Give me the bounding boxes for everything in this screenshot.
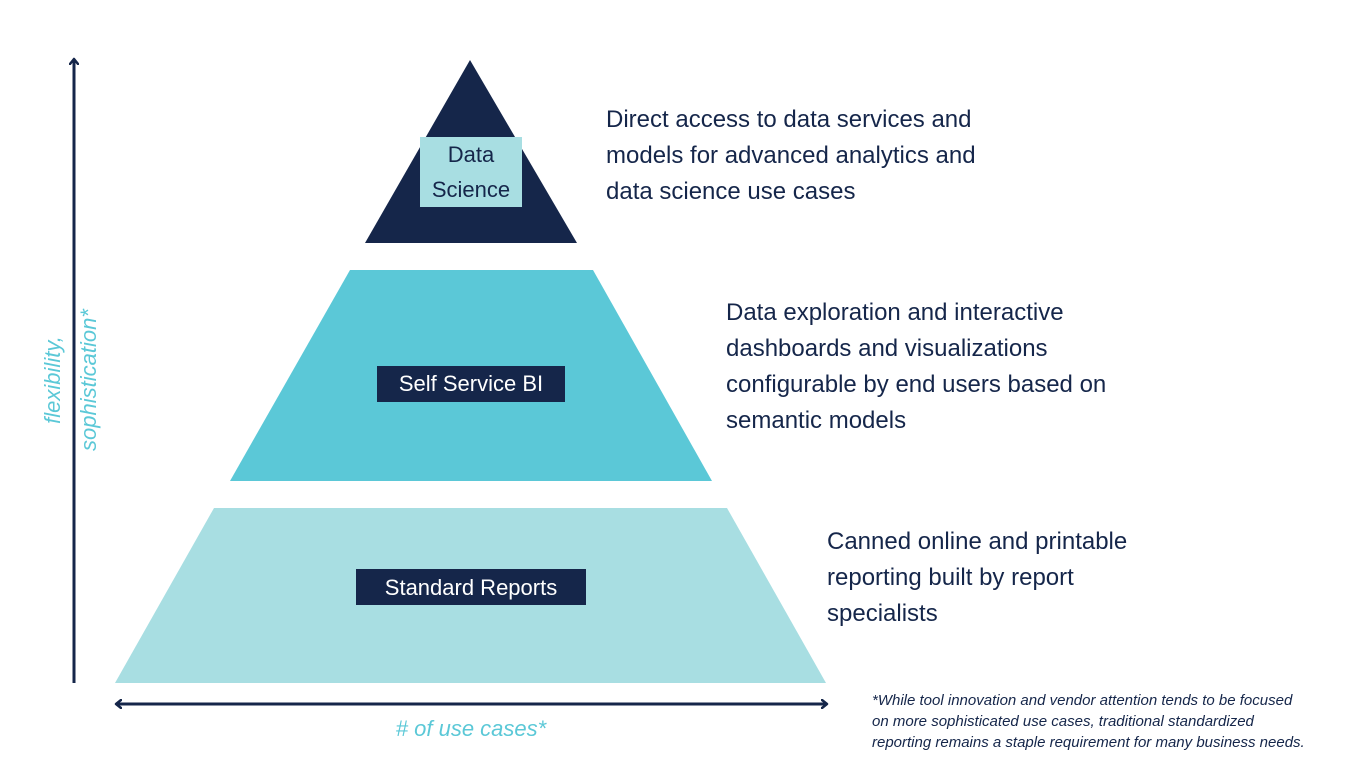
tier-data-science-description: Direct access to data services and model… [606, 106, 976, 205]
tier-standard-reports-label-box [356, 569, 586, 605]
x-axis-label: # of use cases* [396, 716, 548, 741]
tier-data-science-label-line-2: Science [432, 177, 510, 202]
tier-standard-reports-label: Standard Reports [385, 575, 557, 600]
y-axis-label-line-2: sophistication* [76, 308, 101, 451]
tier-self-service-bi-label-box [377, 366, 565, 402]
footnote: *While tool innovation and vendor attent… [872, 692, 1305, 751]
tier-data-science-label-line-1: Data [448, 142, 495, 167]
tier-data-science-label-box [420, 137, 522, 207]
y-axis-label: flexibility, sophistication* [40, 308, 101, 451]
tier-self-service-bi-description: Data exploration and interactive dashboa… [726, 299, 1107, 434]
tier-self-service-bi-label: Self Service BI [399, 371, 543, 396]
y-axis-label-line-1: flexibility, [40, 336, 65, 424]
tier-standard-reports-description: Canned online and printable reporting bu… [827, 528, 1128, 627]
